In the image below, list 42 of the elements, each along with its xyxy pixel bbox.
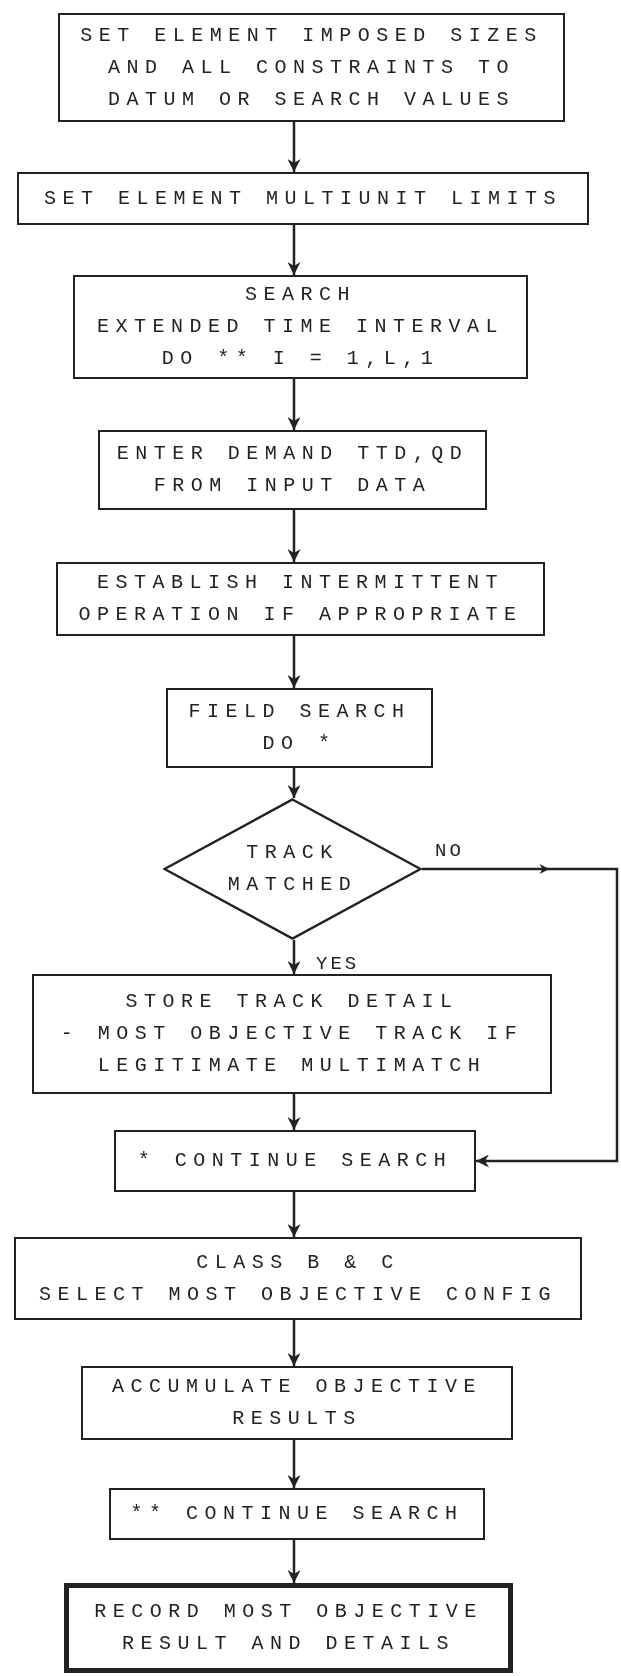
box-text: ACCUMULATE OBJECTIVE RESULTS: [110, 1374, 483, 1432]
arrow: [287, 768, 301, 798]
arrow: [287, 1094, 301, 1130]
process-box: [32, 974, 552, 1094]
box-text: STORE TRACK DETAIL: [124, 989, 460, 1015]
arrow: [287, 1320, 301, 1366]
process-box: [98, 430, 487, 510]
arrow: [287, 225, 301, 275]
arrow: [287, 510, 301, 562]
box-text: ** CONTINUE SEARCH: [129, 1501, 465, 1527]
arrow: [287, 1440, 301, 1488]
process-box: [17, 172, 589, 225]
box-text: EXTENDED TIME INTERVAL DO ** I = 1,L,1: [95, 314, 505, 372]
box-text: - MOST OBJECTIVE TRACK IF LEGITIMATE MULTIMATCH: [59, 1021, 525, 1079]
box-text: SET ELEMENT IMPOSED SIZES AND ALL CONSTRAINTS TO DATUM OR SEARCH VALUES: [79, 22, 544, 113]
arrow: [287, 940, 301, 974]
box-text: ENTER DEMAND TTD,QD FROM INPUT DATA: [115, 441, 470, 499]
box-text: CLASS B & C: [195, 1249, 401, 1276]
process-box: [58, 13, 565, 122]
process-box: [109, 1488, 485, 1540]
box-text: SEARCH: [244, 282, 357, 308]
arrow: [422, 864, 619, 1168]
box-text: SELECT MOST OBJECTIVE CONFIG: [37, 1281, 559, 1308]
process-box: [81, 1366, 513, 1440]
process-box: [14, 1237, 582, 1320]
process-box: [64, 1583, 513, 1673]
process-box: [166, 688, 433, 768]
box-text: TRACK MATCHED: [226, 840, 359, 898]
arrow: [287, 1192, 301, 1237]
box-text: * CONTINUE SEARCH: [136, 1148, 454, 1174]
arrow: [287, 636, 301, 688]
arrow: [287, 1540, 301, 1583]
arrow: [287, 379, 301, 430]
box-text: ESTABLISH INTERMITTENT OPERATION IF APPROPRIATE: [77, 570, 524, 628]
decision-diamond: [163, 798, 422, 940]
box-text: RECORD MOST OBJECTIVE RESULT AND DETAILS: [93, 1599, 484, 1657]
box-text: SET ELEMENT MULTIUNIT LIMITS: [42, 185, 564, 212]
process-box: [56, 562, 545, 636]
box-text: FIELD SEARCH DO *: [187, 699, 412, 757]
arrow: [287, 122, 301, 172]
process-box: [73, 275, 528, 379]
process-box: [114, 1130, 476, 1192]
